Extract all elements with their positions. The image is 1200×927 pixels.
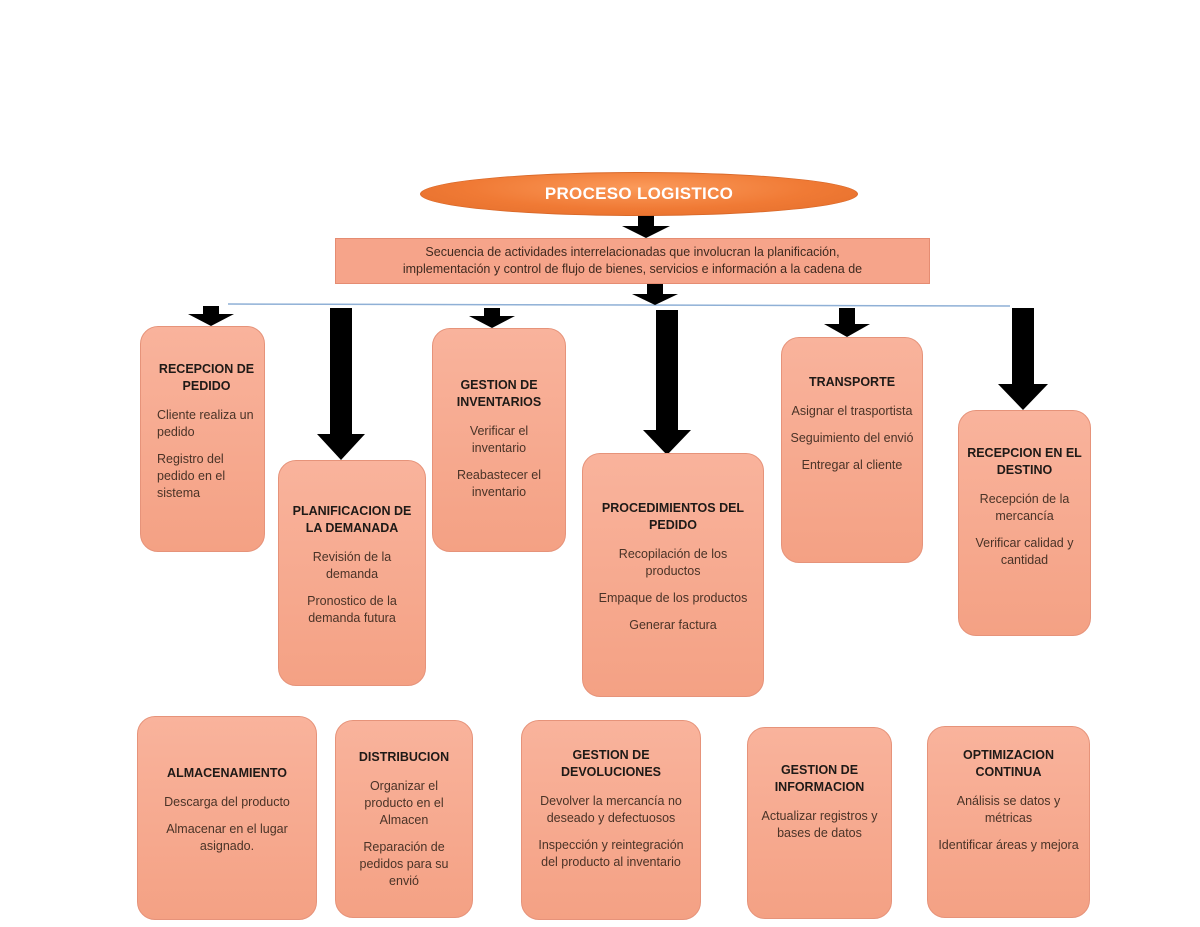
arrow-to-recepcion-pedido xyxy=(188,306,234,326)
box-procedimientos: PROCEDIMIENTOS DEL PEDIDO Recopilación d… xyxy=(582,453,764,697)
diagram-title: PROCESO LOGISTICO xyxy=(544,184,734,203)
arrow-to-recepcion-destino xyxy=(998,308,1048,410)
box-title: PROCEDIMIENTOS DEL PEDIDO xyxy=(601,501,745,532)
box-item: Almacenar en el lugar asignado. xyxy=(166,822,288,853)
title-oval: PROCESO LOGISTICO xyxy=(420,172,858,216)
box-item: Registro del pedido en el sistema xyxy=(157,452,226,500)
definition-box: Secuencia de actividades interrelacionad… xyxy=(335,238,930,284)
box-almacenamiento: ALMACENAMIENTO Descarga del producto Alm… xyxy=(137,716,317,920)
arrow-definition-to-connector xyxy=(632,284,678,305)
box-title: PLANIFICACION DE LA DEMANADA xyxy=(292,504,412,535)
box-item: Verificar calidad y cantidad xyxy=(975,536,1074,567)
box-item: Recepción de la mercancía xyxy=(979,492,1070,523)
box-item: Reparación de pedidos para su envió xyxy=(359,840,449,888)
box-item: Cliente realiza un pedido xyxy=(157,408,254,439)
definition-line-1: Secuencia de actividades interrelacionad… xyxy=(425,245,840,259)
arrow-to-procedimientos xyxy=(643,310,691,455)
box-item: Entregar al cliente xyxy=(801,458,903,472)
box-recepcion-destino: RECEPCION EN EL DESTINO Recepción de la … xyxy=(958,410,1091,636)
box-item: Revisión de la demanda xyxy=(312,550,392,581)
box-informacion: GESTION DE INFORMACION Actualizar regist… xyxy=(747,727,892,919)
box-title: RECEPCION DE PEDIDO xyxy=(158,362,255,393)
box-title: GESTION DE INFORMACION xyxy=(774,763,865,794)
box-gestion-inventarios: GESTION DE INVENTARIOS Verificar el inve… xyxy=(432,328,566,552)
box-item: Verificar el inventario xyxy=(469,424,529,455)
box-item: Descarga del producto xyxy=(164,795,290,809)
box-item: Seguimiento del envió xyxy=(790,431,914,445)
connector-line xyxy=(227,303,1011,307)
box-planificacion: PLANIFICACION DE LA DEMANADA Revisión de… xyxy=(278,460,426,686)
box-item: Asignar el trasportista xyxy=(791,404,913,418)
box-item: Actualizar registros y bases de datos xyxy=(761,809,878,840)
box-distribucion: DISTRIBUCION Organizar el producto en el… xyxy=(335,720,473,918)
box-item: Identificar áreas y mejora xyxy=(938,838,1079,852)
box-optimizacion: OPTIMIZACION CONTINUA Análisis se datos … xyxy=(927,726,1090,918)
box-title: DISTRIBUCION xyxy=(358,750,450,764)
box-item: Organizar el producto en el Almacen xyxy=(364,779,444,827)
box-item: Análisis se datos y métricas xyxy=(956,794,1061,825)
box-item: Recopilación de los productos xyxy=(618,547,728,578)
box-title: ALMACENAMIENTO xyxy=(167,766,287,780)
box-transporte: TRANSPORTE Asignar el trasportista Segui… xyxy=(781,337,923,563)
arrow-title-to-definition xyxy=(622,214,670,238)
box-title: TRANSPORTE xyxy=(808,375,896,389)
definition-line-2: implementación y control de flujo de bie… xyxy=(402,262,863,276)
arrow-to-gestion-inventarios xyxy=(469,308,515,328)
box-devoluciones: GESTION DE DEVOLUCIONES Devolver la merc… xyxy=(521,720,701,920)
box-item: Inspección y reintegración del producto … xyxy=(538,838,684,869)
box-title: RECEPCION EN EL DESTINO xyxy=(967,446,1082,477)
box-title: OPTIMIZACION CONTINUA xyxy=(963,748,1054,779)
box-item: Generar factura xyxy=(629,618,717,632)
box-title: GESTION DE INVENTARIOS xyxy=(456,378,542,409)
arrow-to-transporte xyxy=(824,308,870,337)
box-item: Reabastecer el inventario xyxy=(456,468,542,499)
box-recepcion-pedido: RECEPCION DE PEDIDO Cliente realiza un p… xyxy=(140,326,265,552)
box-item: Empaque de los productos xyxy=(598,591,748,605)
box-item: Devolver la mercancía no deseado y defec… xyxy=(540,794,682,825)
box-item: Pronostico de la demanda futura xyxy=(307,594,397,625)
box-title: GESTION DE DEVOLUCIONES xyxy=(560,748,661,779)
arrow-to-planificacion xyxy=(317,308,365,460)
